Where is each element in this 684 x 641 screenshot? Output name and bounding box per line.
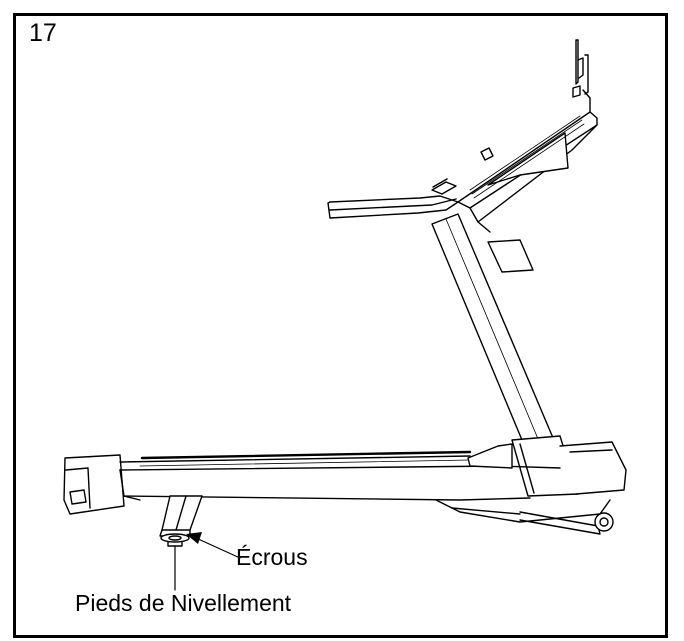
- console: [328, 40, 597, 232]
- label-leveling-feet: Pieds de Nivellement: [75, 590, 291, 617]
- label-nuts: Écrous: [236, 544, 308, 571]
